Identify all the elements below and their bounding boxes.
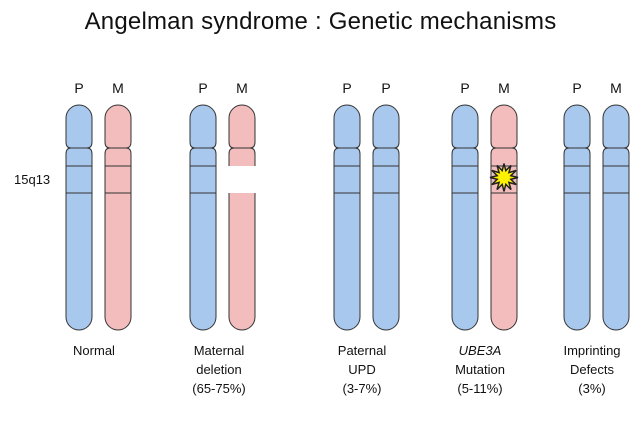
label-paternal: P — [198, 80, 208, 96]
label-maternal: M — [236, 80, 248, 96]
chromosome-long-arm — [563, 147, 591, 331]
mutation-starburst-icon — [489, 163, 519, 192]
band-label-15q13: 15q13 — [14, 172, 51, 187]
caption-paternal-upd: Paternal UPD (3-7%) — [337, 343, 387, 396]
chromosome-short-arm — [451, 104, 479, 149]
chromosome-long-arm — [602, 147, 630, 331]
chromosome-long-arm — [189, 147, 217, 331]
chromosome-short-arm — [104, 104, 132, 149]
label-maternal: M — [112, 80, 124, 96]
chromosome-long-arm — [104, 147, 132, 331]
caption-imprinting-defects: Imprinting Defects (3%) — [563, 343, 621, 396]
label-paternal: P — [342, 80, 352, 96]
caption-ube3a-mutation: UBE3A Mutation (5-11%) — [455, 343, 505, 396]
chromosome-short-arm — [189, 104, 217, 149]
chromosome-long-arm — [228, 147, 256, 331]
label-paternal: P — [460, 80, 470, 96]
chromosome-short-arm — [490, 104, 518, 149]
page-title: Angelman syndrome : Genetic mechanisms — [84, 8, 557, 35]
chromosome-short-arm — [333, 104, 361, 149]
chromosome-short-arm — [65, 104, 93, 149]
chromosome-short-arm — [372, 104, 400, 149]
label-maternal: M — [498, 80, 510, 96]
label-paternal: P — [381, 80, 391, 96]
chromosome-long-arm — [333, 147, 361, 331]
caption-maternal-deletion: Maternal deletion (65-75%) — [192, 343, 246, 396]
label-paternal: P — [572, 80, 582, 96]
chromosome-long-arm — [372, 147, 400, 331]
label-maternal: M — [610, 80, 622, 96]
caption-normal: Normal — [73, 343, 115, 358]
label-paternal: P — [74, 80, 84, 96]
chromosome-short-arm — [563, 104, 591, 149]
chromosome-long-arm — [65, 147, 93, 331]
chromosome-short-arm — [602, 104, 630, 149]
deleted-region — [227, 166, 257, 193]
chromosome-short-arm — [228, 104, 256, 149]
chromosome-long-arm — [451, 147, 479, 331]
